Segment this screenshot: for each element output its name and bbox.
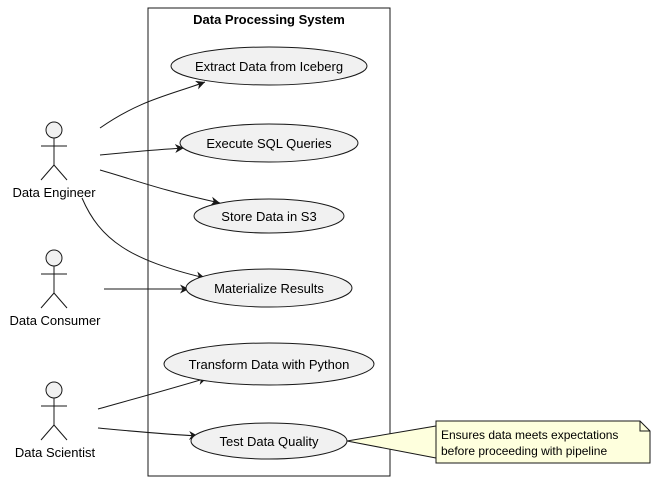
actor-consumer-head (45, 249, 63, 267)
use-case-test-shape (190, 422, 348, 460)
use-case-materialize[interactable]: Materialize Results (185, 268, 353, 308)
use-case-execute-label: Execute SQL Queries (206, 136, 332, 151)
use-case-execute[interactable]: Execute SQL Queries (179, 123, 359, 163)
use-case-materialize-label: Materialize Results (214, 281, 324, 296)
actor-consumer[interactable]: Data Consumer (9, 249, 101, 328)
actor-engineer-leg-right (53, 164, 68, 181)
actor-engineer-label: Data Engineer (12, 185, 96, 200)
use-case-execute-shape (179, 123, 359, 163)
note: Ensures data meets expectations before p… (435, 420, 651, 464)
actor-consumer-label: Data Consumer (9, 313, 101, 328)
use-case-extract-label: Extract Data from Iceberg (195, 59, 343, 74)
use-case-materialize-shape (185, 268, 353, 308)
actor-consumer-leg-right (53, 292, 68, 309)
use-case-store[interactable]: Store Data in S3 (193, 198, 345, 234)
actor-engineer-head (45, 121, 63, 139)
actor-consumer-leg-left (40, 292, 55, 309)
assoc-engineer-materialize (81, 197, 206, 281)
use-case-store-shape (193, 198, 345, 234)
actor-scientist-label: Data Scientist (15, 445, 96, 460)
actor-scientist-head (45, 381, 63, 399)
note-line-2: before proceeding with pipeline (441, 444, 607, 458)
actor-scientist-leg-right (53, 424, 68, 441)
use-case-transform-label: Transform Data with Python (189, 357, 350, 372)
assoc-engineer-execute (99, 144, 185, 156)
note-line-1: Ensures data meets expectations (441, 428, 618, 442)
note-box (435, 420, 651, 464)
use-case-store-label: Store Data in S3 (221, 209, 316, 224)
actor-engineer-leg-left (40, 164, 55, 181)
assoc-engineer-extract (99, 80, 206, 129)
use-case-test-label: Test Data Quality (220, 434, 319, 449)
assoc-scientist-transform (97, 376, 208, 410)
actor-scientist[interactable]: Data Scientist (15, 381, 96, 460)
actor-engineer[interactable]: Data Engineer (12, 121, 96, 200)
assoc-scientist-test (97, 427, 199, 441)
note-corner-fold (639, 421, 650, 432)
actor-scientist-leg-left (40, 424, 55, 441)
system-title: Data Processing System (193, 12, 345, 27)
use-case-extract-shape (170, 46, 368, 86)
use-case-extract[interactable]: Extract Data from Iceberg (170, 46, 368, 86)
system-boundary (147, 7, 391, 477)
use-case-transform[interactable]: Transform Data with Python (163, 342, 375, 386)
use-case-transform-shape (163, 342, 375, 386)
assoc-engineer-store (99, 169, 221, 206)
use-case-test[interactable]: Test Data Quality (190, 422, 348, 460)
